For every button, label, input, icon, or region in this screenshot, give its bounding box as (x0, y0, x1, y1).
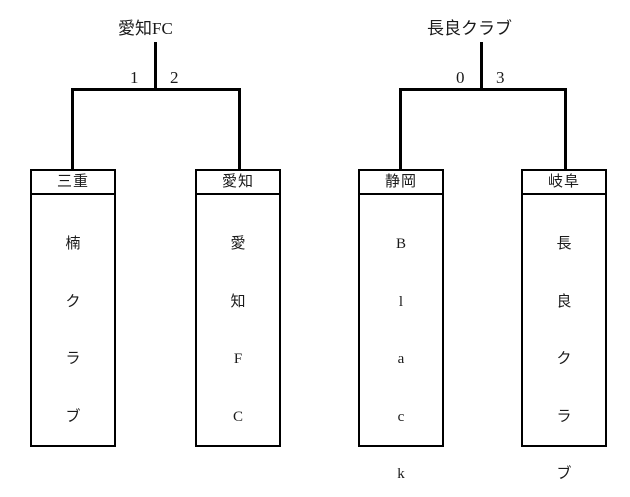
team-name-char: 良 (556, 293, 572, 310)
team-name-char: B (395, 236, 406, 253)
team-name-char: ブ (65, 408, 81, 425)
team-name-char: a (397, 351, 405, 368)
connector-bar-left (71, 88, 241, 91)
team-name-char: 長 (556, 236, 572, 253)
team-box-gifu: 岐阜 長 良 ク ラ ブ (521, 169, 607, 482)
team-box-shizuoka: 静岡 B l a c k K i t t y (358, 169, 444, 482)
team-name-char: k (397, 465, 405, 482)
team-name-body-shizuoka: B l a c k K i t t y (360, 195, 442, 497)
match-winner-label-left: 愛知FC (118, 19, 173, 38)
connector-stem-left (154, 42, 157, 89)
connector-leg-shizuoka (399, 88, 402, 170)
connector-leg-aichi (238, 88, 241, 170)
team-name-char: 楠 (65, 236, 81, 253)
team-name-char: ラ (556, 408, 572, 425)
team-name-gifu: 長 良 ク ラ ブ (549, 197, 579, 497)
team-prefecture-gifu: 岐阜 (523, 171, 605, 195)
match-winner-label-right: 長良クラブ (427, 19, 512, 38)
team-name-char: C (232, 408, 243, 425)
team-name-char: F (233, 351, 243, 368)
connector-leg-gifu (564, 88, 567, 170)
team-prefecture-mie: 三重 (32, 171, 114, 195)
team-name-char: ラ (65, 351, 81, 368)
team-name-shizuoka: B l a c k K i t t y (386, 197, 416, 497)
team-prefecture-shizuoka: 静岡 (360, 171, 442, 195)
team-name-body-aichi: 愛 知 F C (197, 195, 279, 465)
team-name-mie: 楠 ク ラ ブ (58, 197, 88, 465)
team-box-aichi: 愛知 愛 知 F C (195, 169, 281, 447)
score-left-match-left: 1 (130, 68, 139, 87)
score-right-match-left: 2 (170, 68, 179, 87)
score-left-match-right: 0 (456, 68, 465, 87)
connector-leg-mie (71, 88, 74, 170)
team-name-body-mie: 楠 ク ラ ブ (32, 195, 114, 465)
team-name-char: 愛 (230, 236, 246, 253)
connector-bar-right (399, 88, 567, 91)
team-name-char: l (398, 293, 404, 310)
team-box-mie: 三重 楠 ク ラ ブ (30, 169, 116, 447)
team-name-body-gifu: 長 良 ク ラ ブ (523, 195, 605, 497)
team-name-char: ク (556, 351, 572, 368)
team-name-char: ブ (556, 465, 572, 482)
team-prefecture-aichi: 愛知 (197, 171, 279, 195)
team-name-char: c (397, 408, 405, 425)
team-name-aichi: 愛 知 F C (223, 197, 253, 465)
score-right-match-right: 3 (496, 68, 505, 87)
team-name-char: ク (65, 293, 81, 310)
connector-stem-right (480, 42, 483, 89)
team-name-char: 知 (230, 293, 246, 310)
